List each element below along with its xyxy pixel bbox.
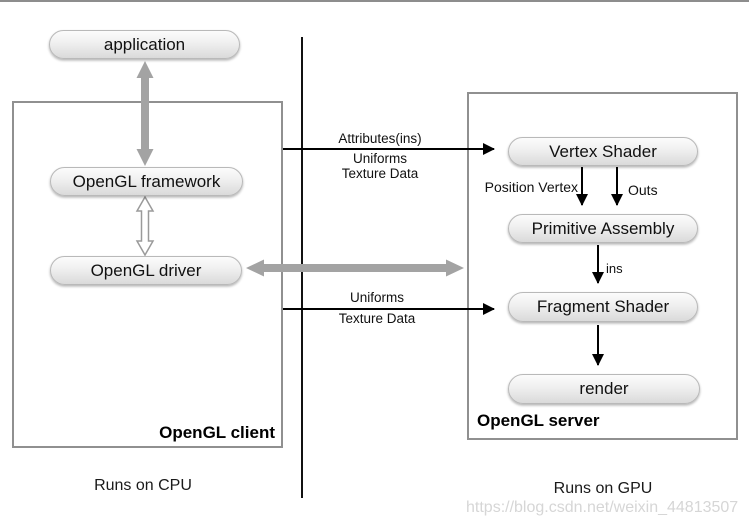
opengl-server-label: OpenGL server — [477, 411, 600, 430]
edge-label-outs: Outs — [628, 182, 658, 198]
node-vertex-shader: Vertex Shader — [508, 137, 698, 166]
opengl-client-label: OpenGL client — [159, 423, 275, 442]
runs-on-cpu-label: Runs on CPU — [94, 477, 192, 494]
top-border-line — [0, 0, 749, 2]
node-application: application — [49, 30, 240, 59]
node-opengl-framework: OpenGL framework — [50, 167, 243, 196]
edge-label-position-vertex: Position Vertex — [484, 179, 578, 195]
edge-label-uniforms-bottom: Uniforms — [349, 290, 404, 305]
edge-label-texture-data-top: Texture Data — [341, 166, 419, 181]
arrow-framework-driver — [135, 195, 155, 257]
node-fragment-shader: Fragment Shader — [508, 292, 698, 322]
runs-on-gpu-label: Runs on GPU — [553, 480, 653, 497]
arrow-driver-server — [246, 259, 464, 277]
node-primitive-assembly: Primitive Assembly — [508, 214, 698, 243]
edge-label-uniforms-top: Uniforms — [352, 151, 407, 166]
edge-label-ins: ins — [606, 261, 623, 276]
edge-label-attributes-ins: Attributes(ins) — [338, 131, 422, 146]
node-render: render — [508, 374, 700, 404]
arrow-application-framework — [136, 61, 154, 166]
watermark-url: https://blog.csdn.net/weixin_44813507 — [466, 499, 739, 516]
edge-label-texture-data-bottom: Texture Data — [338, 311, 416, 326]
node-opengl-driver: OpenGL driver — [50, 256, 242, 285]
